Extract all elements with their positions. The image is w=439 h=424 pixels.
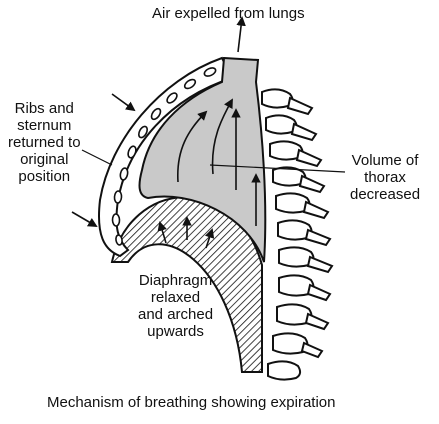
figure-caption: Mechanism of breathing showing expiratio… <box>47 394 336 411</box>
label-air-expelled: Air expelled from lungs <box>152 5 305 22</box>
spine <box>261 88 334 381</box>
diaphragm-arrows <box>157 216 215 249</box>
diaphragm <box>110 196 263 373</box>
label-ribs-sternum: Ribs and sternum returned to original po… <box>8 100 81 185</box>
leader-lines <box>81 149 346 173</box>
rib-cage <box>98 56 234 258</box>
rib-arrows <box>71 93 136 227</box>
label-diaphragm: Diaphragm relaxed and arched upwards <box>138 272 214 340</box>
label-volume-thorax: Volume of thorax decreased <box>350 152 421 203</box>
